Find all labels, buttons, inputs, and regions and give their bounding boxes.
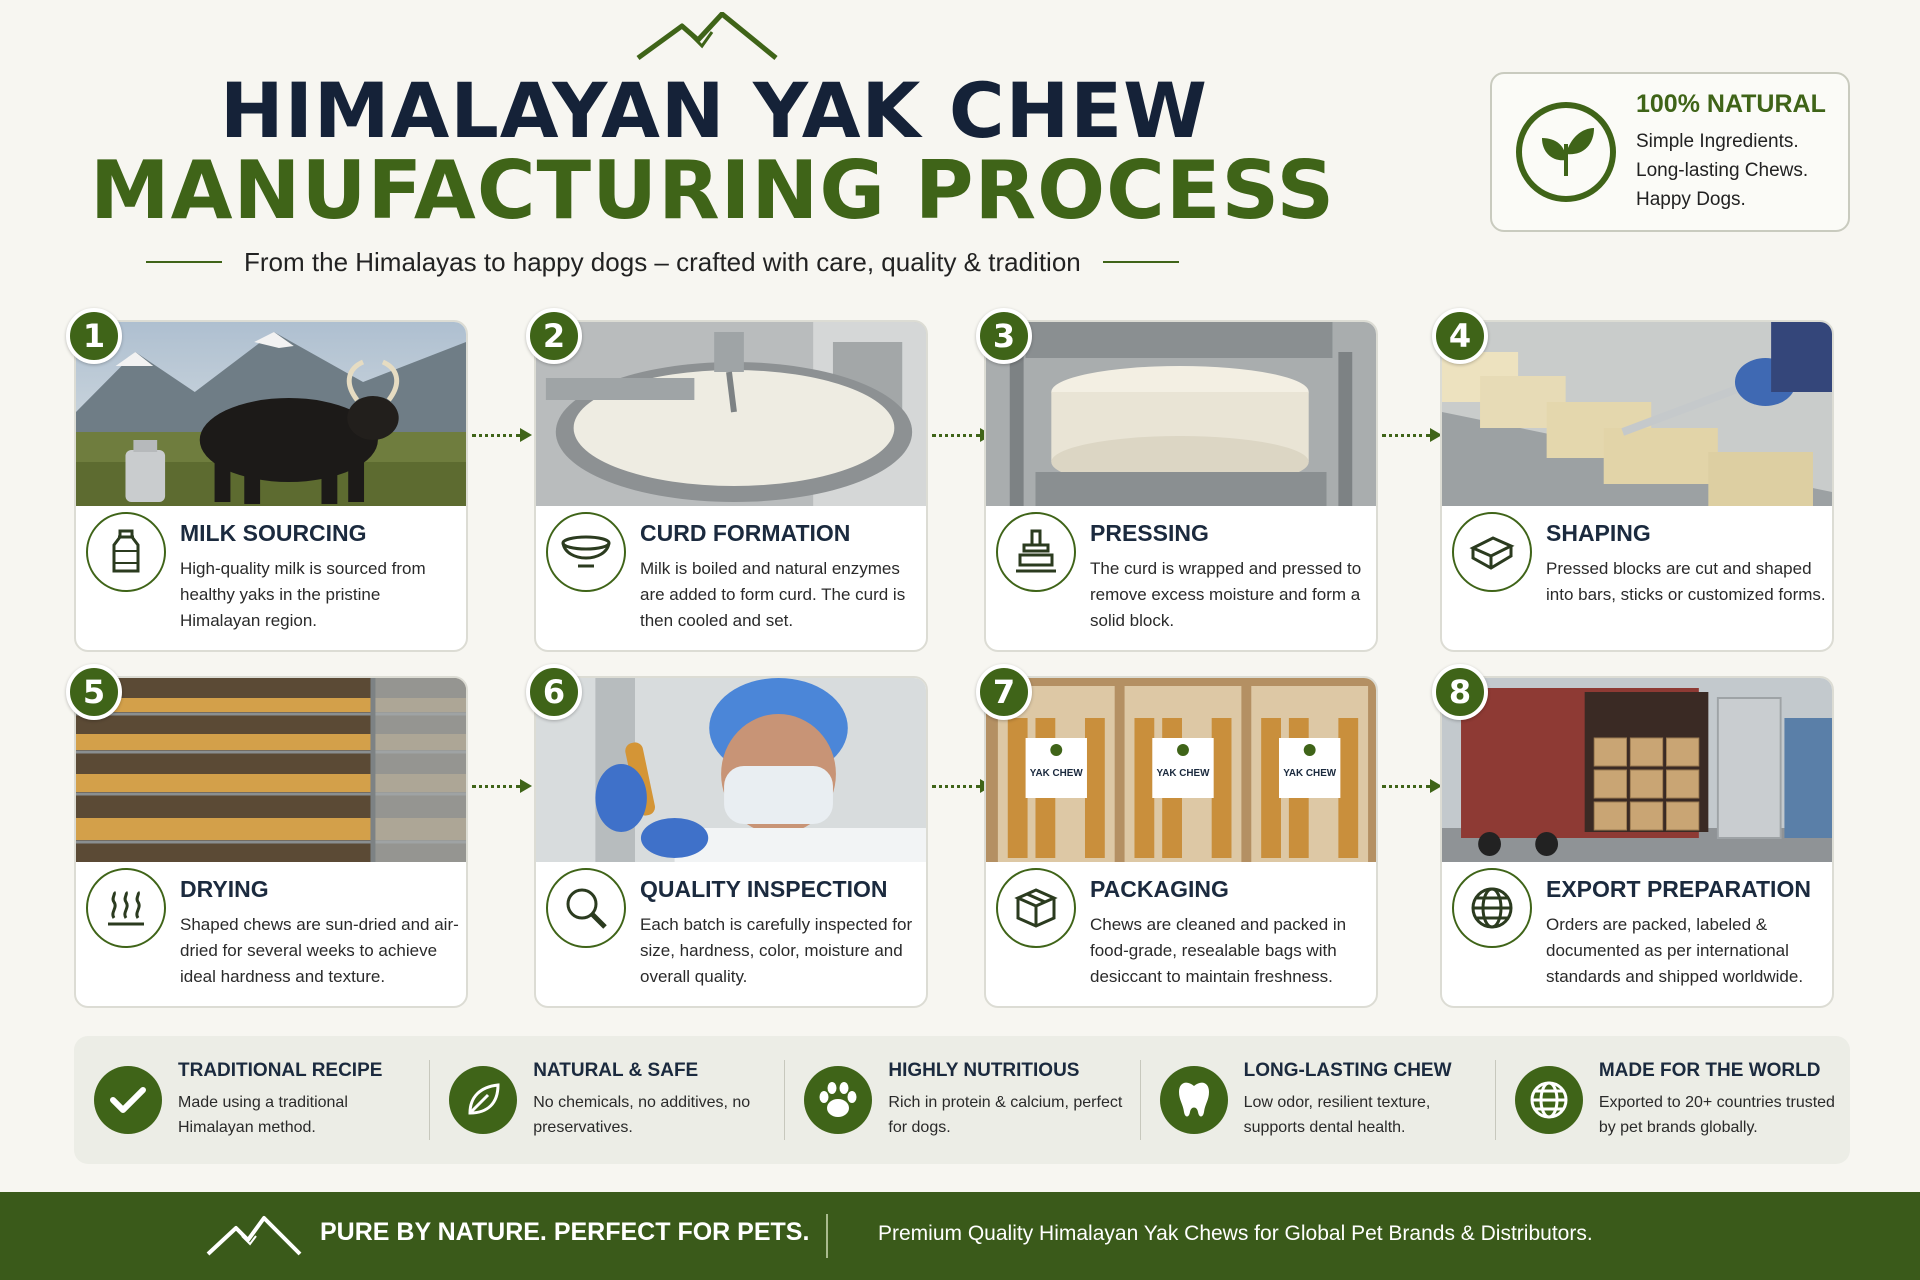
step-description: Each batch is carefully inspected for si… [640,915,913,986]
step-number-badge: 6 [526,664,582,720]
subtitle-row: From the Himalayas to happy dogs – craft… [146,246,1226,278]
flow-arrow-icon [932,427,992,443]
step-card-export-preparation: 8 EXPORT PREPARATION Orders are packed, … [1432,664,1834,1008]
curd-press-photo [986,322,1376,506]
flow-arrow-icon [1382,427,1442,443]
benefit-title: LONG-LASTING CHEW [1243,1060,1452,1081]
step-card-quality-inspection: 6 QUALITY INSPECTION Each batch is caref… [526,664,928,1008]
step-card-drying: 5 DRYING Shaped chews are sun-dried and … [66,664,468,1008]
natural-badge-line: Simple Ingredients. [1636,131,1799,152]
benefit-description: Exported to 20+ countries trusted by pet… [1598,1094,1835,1136]
step-title: SHAPING [1546,520,1651,546]
benefit-description: Low odor, resilient texture, supports de… [1243,1094,1431,1136]
mountain-logo-icon [636,12,778,61]
step-title: CURD FORMATION [640,520,851,546]
flow-arrow-icon [1382,778,1442,794]
step-description: Orders are packed, labeled & documented … [1546,915,1804,986]
footer-tagline: PURE BY NATURE. PERFECT FOR PETS. [320,1218,810,1246]
step-number-badge: 3 [976,308,1032,364]
package-label: YAK CHEW [1157,768,1211,779]
yak-pasture-photo [76,322,466,506]
step-card-packaging: YAK CHEW YAK CHEW YAK CHEW 7 PACKAGING C… [976,664,1378,1008]
footer-text: Premium Quality Himalayan Yak Chews for … [878,1222,1593,1245]
step-description: The curd is wrapped and pressed to remov… [1090,559,1362,630]
natural-badge-line: Long-lasting Chews. [1636,160,1809,181]
step-description: Pressed blocks are cut and shaped into b… [1546,559,1826,604]
bowl-icon [546,512,626,592]
title-line-2: MANUFACTURING PROCESS [90,144,1336,237]
step-number-badge: 1 [66,308,122,364]
step-card-curd-formation: 2 CURD FORMATION Milk is boiled and natu… [526,308,928,652]
step-card-pressing: 3 PRESSING The curd is wrapped and press… [976,308,1378,652]
benefit-description: Rich in protein & calcium, perfect for d… [888,1094,1123,1136]
step-title: QUALITY INSPECTION [640,876,888,902]
step-description: Chews are cleaned and packed in food-gra… [1090,915,1347,986]
step-description: Shaped chews are sun-dried and air-dried… [180,915,459,986]
step-title: EXPORT PREPARATION [1546,876,1811,902]
subtitle-divider-right [1102,261,1179,263]
step-number-badge: 7 [976,664,1032,720]
step-description: Milk is boiled and natural enzymes are a… [640,559,906,630]
globe-icon [1514,1066,1583,1134]
benefits-strip: TRADITIONAL RECIPE Made using a traditio… [74,1036,1850,1164]
magnifier-icon [546,868,626,948]
box-icon [996,868,1076,948]
subtitle: From the Himalayas to happy dogs – craft… [244,246,1081,277]
package-label: YAK CHEW [1030,768,1084,779]
mountain-logo-icon [206,1216,302,1256]
block-icon [1452,512,1532,592]
footer-divider [826,1214,828,1258]
benefit-title: NATURAL & SAFE [533,1060,699,1081]
packaged-chews-photo: YAK CHEW YAK CHEW YAK CHEW [986,678,1376,862]
step-card-shaping: 4 SHAPING Pressed blocks are cut and sha… [1432,308,1834,652]
tooth-icon [1159,1066,1228,1134]
check-icon [94,1066,162,1134]
flow-arrow-icon [472,778,532,794]
inspector-photo [536,678,926,862]
paw-icon [804,1066,873,1134]
benefit-description: Made using a traditional Himalayan metho… [178,1094,348,1136]
natural-badge-title: 100% NATURAL [1636,90,1826,118]
globe-icon [1452,868,1532,948]
cutting-blocks-photo [1442,322,1832,506]
benefit-long-lasting-chew: LONG-LASTING CHEW Low odor, resilient te… [1139,1036,1495,1164]
benefit-traditional-recipe: TRADITIONAL RECIPE Made using a traditio… [74,1036,429,1164]
step-title: MILK SOURCING [180,520,367,546]
benefit-highly-nutritious: HIGHLY NUTRITIOUS Rich in protein & calc… [784,1036,1139,1164]
natural-badge-line: Happy Dogs. [1636,189,1746,210]
natural-badge: 100% NATURAL Simple Ingredients. Long-la… [1490,72,1850,232]
subtitle-divider-left [146,261,222,263]
title-line-1: HIMALAYAN YAK CHEW [220,66,1209,155]
footer-bar: PURE BY NATURE. PERFECT FOR PETS. Premiu… [0,1192,1920,1280]
milk-vat-photo [536,322,926,506]
leaf-icon [1516,102,1616,202]
leaf-icon [449,1066,518,1134]
step-number-badge: 5 [66,664,122,720]
drying-racks-photo [76,678,466,862]
press-icon [996,512,1076,592]
benefit-title: HIGHLY NUTRITIOUS [888,1060,1080,1081]
step-title: PACKAGING [1090,876,1229,902]
package-label: YAK CHEW [1283,768,1337,779]
benefit-title: MADE FOR THE WORLD [1598,1060,1821,1081]
flow-arrow-icon [932,778,992,794]
benefit-made-for-the-world: MADE FOR THE WORLD Exported to 20+ count… [1494,1036,1850,1164]
step-number-badge: 4 [1432,308,1488,364]
benefit-description: No chemicals, no additives, no preservat… [533,1094,751,1136]
milk-bottle-icon [86,512,166,592]
benefit-title: TRADITIONAL RECIPE [178,1060,383,1081]
flow-arrow-icon [472,427,532,443]
heat-waves-icon [86,868,166,948]
step-card-milk-sourcing: 1 MILK SOURCING High-quality milk is sou… [66,308,468,652]
step-number-badge: 2 [526,308,582,364]
shipping-container-photo [1442,678,1832,862]
step-title: PRESSING [1090,520,1209,546]
step-title: DRYING [180,876,269,902]
step-number-badge: 8 [1432,664,1488,720]
step-description: High-quality milk is sourced from health… [180,559,426,630]
benefit-natural-safe: NATURAL & SAFE No chemicals, no additive… [429,1036,784,1164]
